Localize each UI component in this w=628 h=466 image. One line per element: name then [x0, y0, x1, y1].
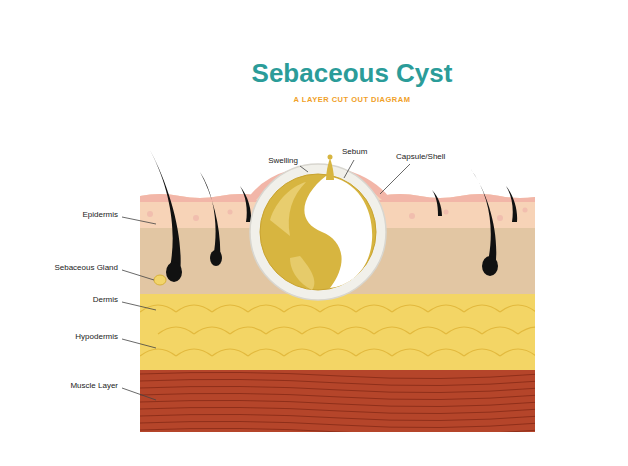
hypodermis-layer [140, 292, 535, 370]
diagram-title: Sebaceous Cyst [252, 58, 453, 89]
layer-label: Epidermis [82, 210, 118, 220]
layer-label: Dermis [93, 295, 118, 305]
sebum-highlight [304, 176, 372, 288]
part-label: Sebum [342, 147, 367, 157]
subtitle: A LAYER CUT OUT DIAGRAM [294, 95, 411, 104]
layer-label: Muscle Layer [70, 381, 118, 391]
leader-lines [122, 160, 410, 400]
cyst-sebum [260, 174, 376, 290]
sebaceous-gland [154, 275, 166, 285]
layer-label: Sebaceous Gland [54, 263, 118, 273]
part-label: Capsule/Shell [396, 152, 445, 162]
part-label: Swelling [268, 156, 298, 166]
sebum-drip [326, 158, 334, 180]
layer-label: Hypodermis [75, 332, 118, 342]
cyst-capsule [250, 164, 386, 300]
